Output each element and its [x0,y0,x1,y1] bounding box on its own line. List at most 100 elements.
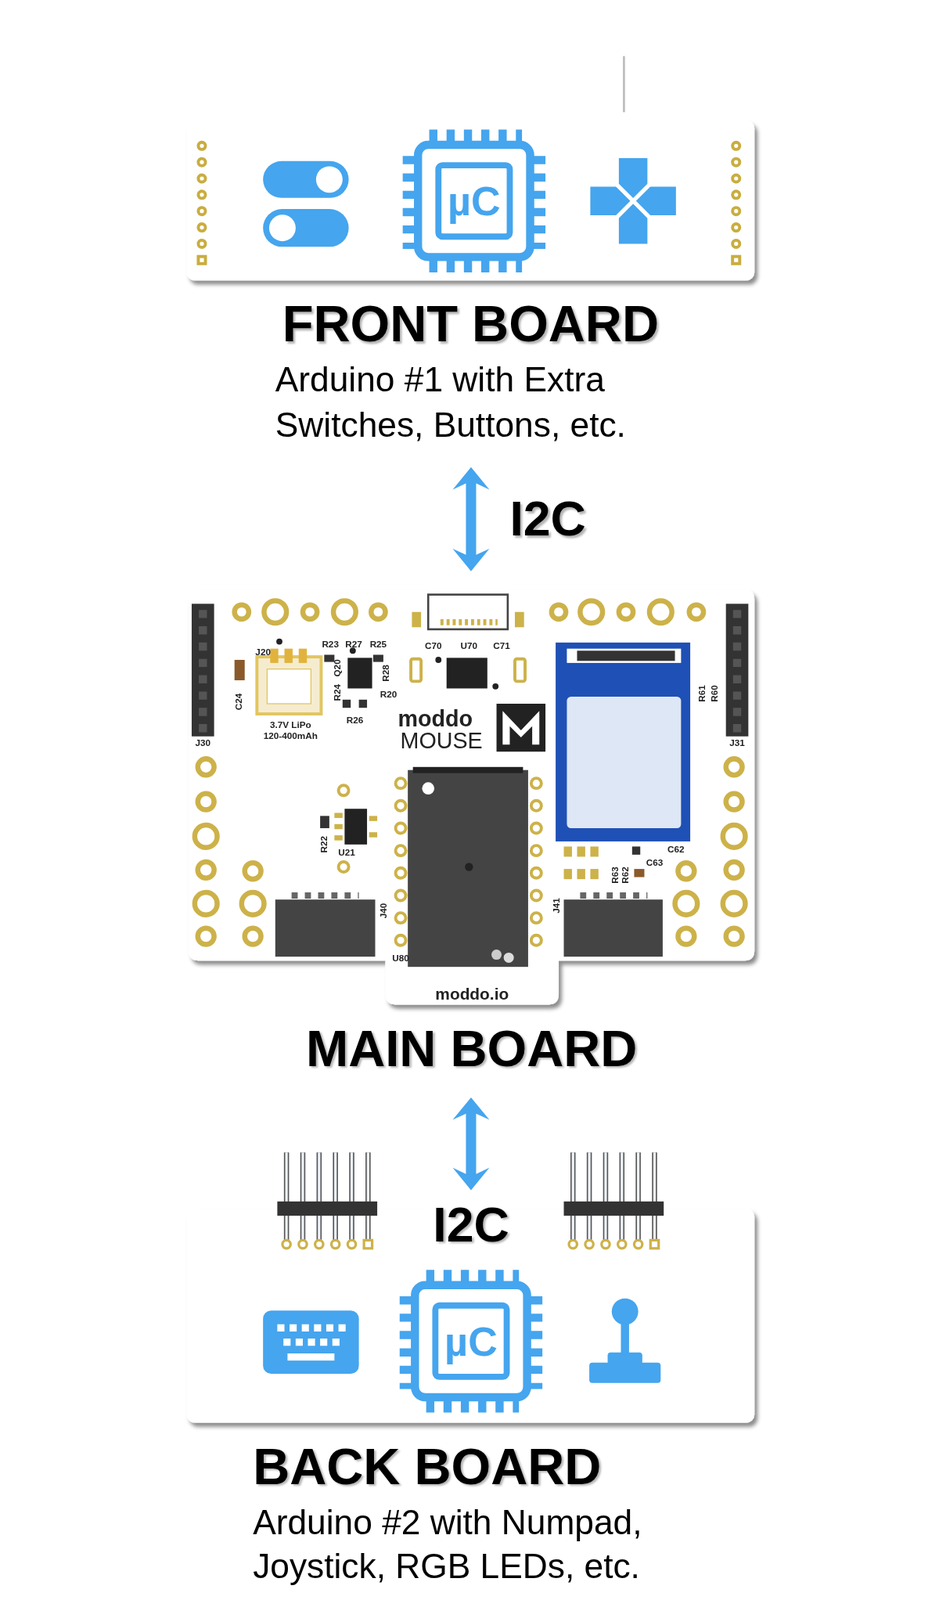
chip-pads-part [395,800,407,811]
connector-j40-j41-part [275,899,376,957]
gold-pads-part [675,892,698,915]
board-group: BACK BOARDArduino #2 with Numpad, Joysti… [186,1208,755,1593]
chip-u80-part [407,769,529,967]
chip-pads-part [395,935,407,946]
chip-icon-part [414,1284,527,1397]
chip-pads-part [395,889,407,900]
battery-connector-part [269,648,278,663]
part-label: R28 [381,664,392,682]
smd-parts-part [576,845,585,857]
smd-parts-part [338,784,349,796]
gold-pads-part [241,892,265,915]
pin-holes-part [197,256,206,264]
chip-icon-part [429,129,523,142]
bluetooth-module-part [566,648,681,663]
smd-parts-part [632,845,641,854]
part-label: J20 [255,647,271,658]
gold-pads-part [723,892,746,915]
logo-mark-part [496,703,547,752]
chip-pads-part [395,822,407,833]
part-label: R62 [621,866,631,884]
keyboard-icon-part [287,1352,335,1360]
gold-pads-part [726,758,743,775]
header-pins-part [277,1201,378,1216]
header-pins-part [564,1201,665,1216]
gold-pads-part [677,928,695,945]
battery-connector-part [284,648,293,663]
part-label: R61 [697,684,708,702]
smd-parts-part [344,808,367,845]
pin-holes-part [197,207,206,215]
edge-label: I2C [428,1200,514,1250]
gold-pads-part [689,604,704,619]
smd-parts-part [342,699,351,708]
pin-holes-part [732,256,740,264]
smd-parts-part [590,845,598,857]
chip-pads-part [531,935,542,946]
pin-holes-part [732,174,740,182]
dpad-icon [590,158,676,244]
header-pins-part [285,1149,367,1151]
part-label: C71 [492,641,511,652]
chip-label: µC [444,1320,498,1361]
part-label: C24 [234,693,245,711]
bluetooth-module-part [566,696,681,828]
header-pins-part-part [347,1239,356,1248]
chip-u80-part [491,949,502,960]
header-pins-part-part [585,1239,594,1248]
logo-mark-part [502,710,540,745]
pin-holes [197,142,740,264]
smd-parts-part [334,812,342,818]
header-pins-part-part [363,1239,372,1248]
front-board-part [186,120,755,281]
i2c-arrow [453,1097,490,1191]
header-pins-part [572,1151,655,1242]
header-pins-part [286,1151,368,1242]
gold-pads-part [302,604,317,619]
part-label: R25 [370,640,388,650]
smd-parts-part [590,868,598,879]
joystick-icon-part [611,1298,639,1325]
header-pins-part-part [601,1239,610,1248]
smd-parts-part [320,815,330,828]
board-description: Arduino #1 with Extra Switches, Buttons,… [275,356,724,447]
gold-pads-part [618,604,634,619]
chip-u80 [407,766,529,967]
joystick-icon-part [589,1362,661,1383]
smd-parts-part [234,659,245,680]
connector-j40-j41 [275,895,663,957]
gold-pads-part [723,824,746,848]
chip-icon-part [426,1269,520,1282]
pin-holes-part [732,240,740,248]
chip-icon [406,1275,537,1407]
keyboard-icon [262,1309,359,1374]
smd-parts-part [359,699,367,708]
pin-header-part [191,603,215,736]
part-label: J30 [194,738,211,749]
pin-holes-part [732,223,740,231]
chip-icon-part [402,155,416,249]
part-label: R63 [611,866,621,884]
header-pins-part [286,1151,368,1242]
chip-u80-part [503,952,515,963]
keyboard-icon-part [262,1309,359,1374]
chip-icon-part [530,1295,544,1389]
battery-connector-part [266,669,311,704]
pin-holes-part [197,240,206,248]
chip-icon-part [532,155,546,249]
gold-pads-part [194,824,218,848]
header-pins-part-part [568,1239,577,1248]
smd-parts-part [334,834,342,841]
dpad-icon-part [611,179,655,223]
part-label: R20 [380,689,398,699]
header-pins-part-part [650,1239,659,1248]
chip-pads-part [395,777,407,788]
chip-label: µC [447,180,501,222]
smd-parts-part [446,657,488,688]
smd-parts-part [410,658,421,682]
part-label: R22 [319,835,329,853]
main-board [188,589,755,1004]
chip-pads-part [531,867,542,878]
bluetooth-module-part [576,650,675,661]
